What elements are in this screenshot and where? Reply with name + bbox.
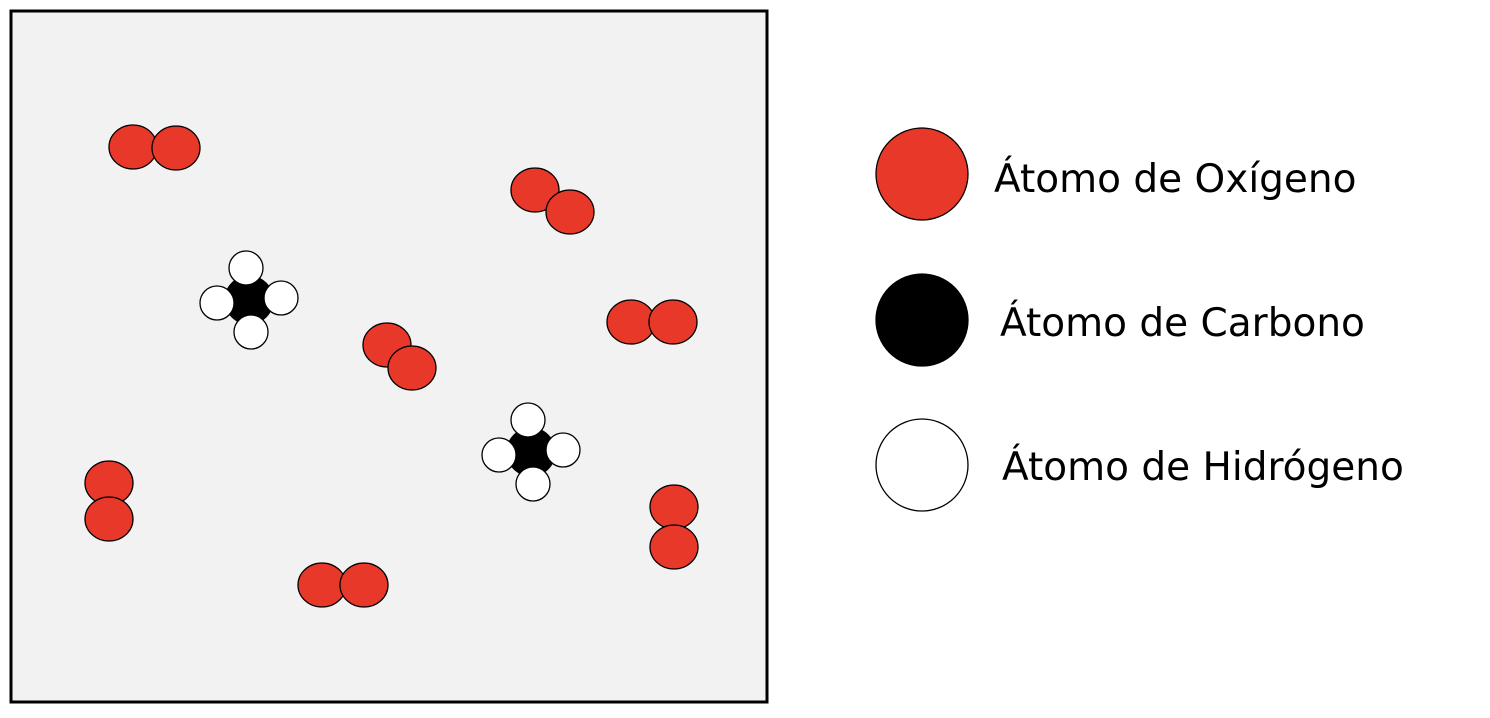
legend-label-carbon: Átomo de Carbono [1000, 301, 1365, 346]
hydrogen-atom [199, 285, 235, 321]
legend-label-hydrogen: Átomo de Hidrógeno [1002, 445, 1404, 490]
oxygen-atom [108, 124, 158, 170]
methane-molecule [199, 250, 299, 350]
hydrogen-atom [228, 250, 264, 286]
oxygen-atom [387, 345, 437, 391]
oxygen-molecule [362, 322, 437, 391]
oxygen-atom [339, 562, 389, 608]
oxygen-molecule [297, 562, 389, 608]
oxygen-molecule [649, 484, 699, 570]
oxygen-atom [297, 562, 347, 608]
legend-hydrogen-icon [875, 418, 969, 512]
oxygen-atom [606, 299, 656, 345]
oxygen-molecule [510, 167, 595, 235]
hydrogen-atom [233, 314, 269, 350]
oxygen-atom [545, 189, 595, 235]
legend-oxygen-icon [875, 127, 969, 221]
hydrogen-atom [481, 437, 517, 473]
legend-carbon-icon [875, 273, 969, 367]
oxygen-molecule [606, 299, 698, 345]
oxygen-atom [84, 496, 134, 542]
oxygen-atom [649, 524, 699, 570]
oxygen-atom [151, 125, 201, 171]
oxygen-atom [510, 167, 560, 213]
oxygen-molecule [84, 460, 134, 542]
oxygen-molecule [108, 124, 201, 171]
hydrogen-atom [510, 402, 546, 438]
methane-molecule [481, 402, 581, 502]
oxygen-atom [648, 299, 698, 345]
oxygen-atom [649, 484, 699, 530]
hydrogen-atom [545, 432, 581, 468]
hydrogen-atom [263, 280, 299, 316]
hydrogen-atom [515, 466, 551, 502]
legend-label-oxygen: Átomo de Oxígeno [994, 157, 1357, 202]
